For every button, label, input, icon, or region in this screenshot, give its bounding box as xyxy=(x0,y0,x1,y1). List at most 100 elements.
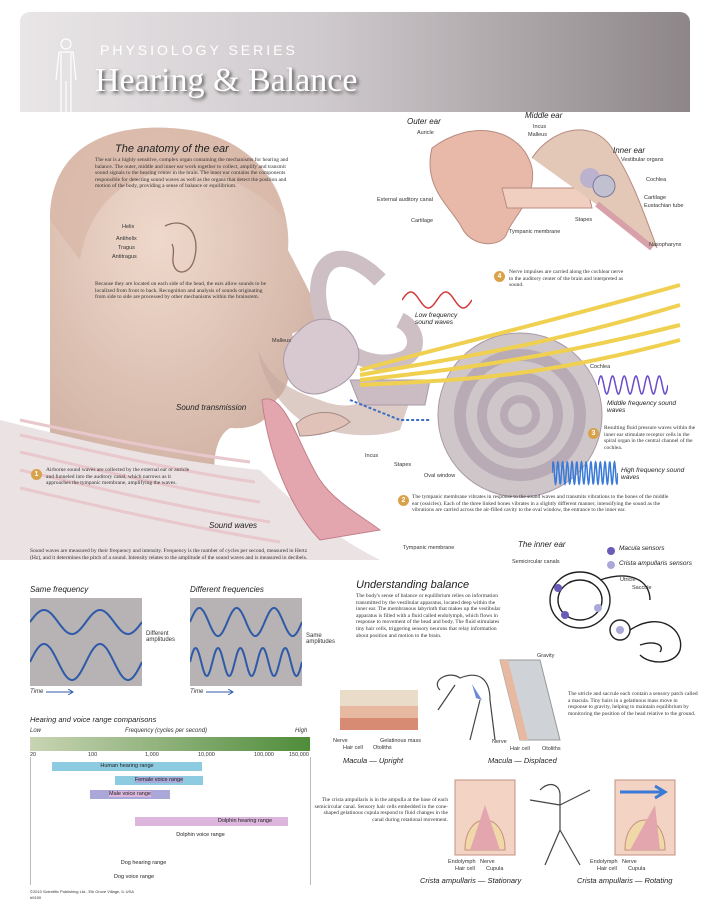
label-endolymph: Endolymph xyxy=(448,859,476,865)
high-frequency-wave xyxy=(552,460,618,486)
label-utricle: Utricle xyxy=(620,577,636,583)
range-gridline xyxy=(30,757,31,885)
range-high: High xyxy=(295,728,308,734)
different-amplitudes-label: Different amplitudes xyxy=(146,631,176,643)
label-nasopharynx: Nasopharynx xyxy=(649,242,682,248)
tick-1000: 1,000 xyxy=(145,752,159,758)
location-text: Because they are located on each side of… xyxy=(95,281,267,301)
label-vestibular: Vestibular organs xyxy=(621,157,664,163)
range-bar-label: Male voice range xyxy=(109,791,151,797)
poster-title: Hearing & Balance xyxy=(95,62,358,99)
label-stapes-top: Stapes xyxy=(575,217,593,223)
crista-stationary-caption: Crista ampullaris — Stationary xyxy=(420,876,522,885)
middle-frequency-label: Middle frequency sound waves xyxy=(607,400,677,414)
crista-legend-label: Crista ampullaris sensors xyxy=(619,560,692,567)
step-1-text: Airborne sound waves are collected by th… xyxy=(46,467,190,487)
label-cartilage-left: Cartilage xyxy=(411,218,434,224)
range-low: Low xyxy=(30,728,42,734)
label-cochlea-main: Cochlea xyxy=(590,364,611,370)
time-label-2: Time xyxy=(190,689,204,695)
label-malleus-main: Malleus xyxy=(272,338,291,344)
waves-intro: Sound waves are measured by their freque… xyxy=(30,548,308,561)
copyright: ©2010 Scientific Publishing Ltd., Elk Gr… xyxy=(30,889,134,894)
time-label-1: Time xyxy=(30,689,44,695)
label-semicircular: Semicircular canals xyxy=(512,559,560,565)
time-arrow-icon xyxy=(206,689,234,695)
product-code: #9150 xyxy=(30,895,42,900)
step-3-badge: 3 xyxy=(588,428,599,439)
range-bar-dolphin-hearing: Dolphin hearing range xyxy=(135,817,288,826)
middle-frequency-wave xyxy=(598,375,668,395)
label-auricle: Auricle xyxy=(417,130,434,136)
step-3-text: Resulting fluid pressure waves within th… xyxy=(604,425,696,451)
crista-illustrations xyxy=(454,779,676,866)
range-bar-male-voice: Male voice range xyxy=(90,790,170,799)
label-tympanic-main: Tympanic membrane xyxy=(403,545,455,551)
tick-10000: 10,000 xyxy=(198,752,215,758)
label-cupula: Cupula xyxy=(486,866,504,872)
range-title: Hearing and voice range comparisons xyxy=(30,715,157,724)
crista-legend-swatch xyxy=(607,561,615,569)
same-frequency-plot xyxy=(30,598,142,686)
inner-ear-title: Inner ear xyxy=(613,146,646,155)
step-2-text: The tympanic membrane vibrates in respon… xyxy=(412,494,669,514)
range-bar-dog-voice: Dog voice range xyxy=(98,873,170,882)
label-crista-hair-cell: Hair cell xyxy=(455,866,475,872)
label-displaced-hair: Hair cell xyxy=(510,746,530,752)
time-arrow-icon xyxy=(46,689,74,695)
label-gelatinous: Gelatinous mass xyxy=(380,738,421,744)
label-tragus: Tragus xyxy=(118,245,135,251)
label-malleus: Malleus xyxy=(528,132,547,138)
tick-150000: 150,000 xyxy=(289,752,309,758)
label-crista-nerve: Nerve xyxy=(480,859,495,865)
step-4-text: Nerve impulses are carried along the coc… xyxy=(509,269,624,289)
low-frequency-wave xyxy=(402,291,472,309)
label-eustachian: Eustachian tube xyxy=(644,203,684,209)
range-bar-label: Dolphin hearing range xyxy=(217,818,272,824)
step-4-badge: 4 xyxy=(494,271,505,282)
label-saccule: Saccule xyxy=(632,585,652,591)
label-gravity: Gravity xyxy=(537,653,555,659)
range-gridline xyxy=(310,757,311,885)
anatomy-title: The anatomy of the ear xyxy=(115,143,229,155)
different-frequencies-title: Different frequencies xyxy=(190,585,264,594)
label-otoliths: Otoliths xyxy=(373,745,392,751)
label-crista-hair-cell-2: Hair cell xyxy=(597,866,617,872)
macula-displaced-caption: Macula — Displaced xyxy=(488,756,557,765)
sound-transmission-diagram xyxy=(0,250,681,560)
outer-ear-title: Outer ear xyxy=(407,117,441,126)
label-cupula-2: Cupula xyxy=(628,866,646,872)
range-bar-label: Dolphin voice range xyxy=(176,832,225,838)
tick-100000: 100,000 xyxy=(254,752,274,758)
head-silhouette xyxy=(50,127,322,502)
macula-legend-swatch xyxy=(607,547,615,555)
label-displaced-otoliths: Otoliths xyxy=(542,746,561,752)
middle-ear-title: Middle ear xyxy=(525,111,563,120)
label-oval-window: Oval window xyxy=(424,473,456,479)
range-bar-dog-hearing: Dog hearing range xyxy=(44,859,243,868)
ear-cross-section xyxy=(429,129,658,251)
range-bar-label: Dog hearing range xyxy=(120,860,167,866)
label-cartilage-right: Cartilage xyxy=(644,195,667,201)
label-crista-nerve-2: Nerve xyxy=(622,859,637,865)
same-amplitudes-label: Same amplitudes xyxy=(306,633,336,645)
different-frequencies-plot xyxy=(190,598,302,686)
inner-ear-diagram xyxy=(549,571,682,663)
macula-illustrations xyxy=(340,659,561,741)
balance-title: Understanding balance xyxy=(356,579,470,591)
label-auditory-canal: External auditory canal xyxy=(377,197,433,203)
range-bar-female-voice: Female voice range xyxy=(115,776,203,785)
tick-100: 100 xyxy=(88,752,98,758)
human-figure-icon xyxy=(55,38,77,114)
macula-legend-label: Macula sensors xyxy=(619,545,665,552)
high-frequency-label: High frequency sound waves xyxy=(621,467,685,481)
step-2-badge: 2 xyxy=(398,495,409,506)
label-helix: Helix xyxy=(122,224,135,230)
label-tympanic-top: Tympanic membrane xyxy=(509,229,561,235)
header-banner xyxy=(20,12,690,112)
range-bar-human-hearing: Human hearing range xyxy=(52,762,202,771)
label-endolymph-2: Endolymph xyxy=(590,859,618,865)
range-bar-label: Female voice range xyxy=(134,777,184,783)
sound-transmission-title: Sound transmission xyxy=(176,403,247,412)
frequency-gradient-bar xyxy=(30,737,310,751)
